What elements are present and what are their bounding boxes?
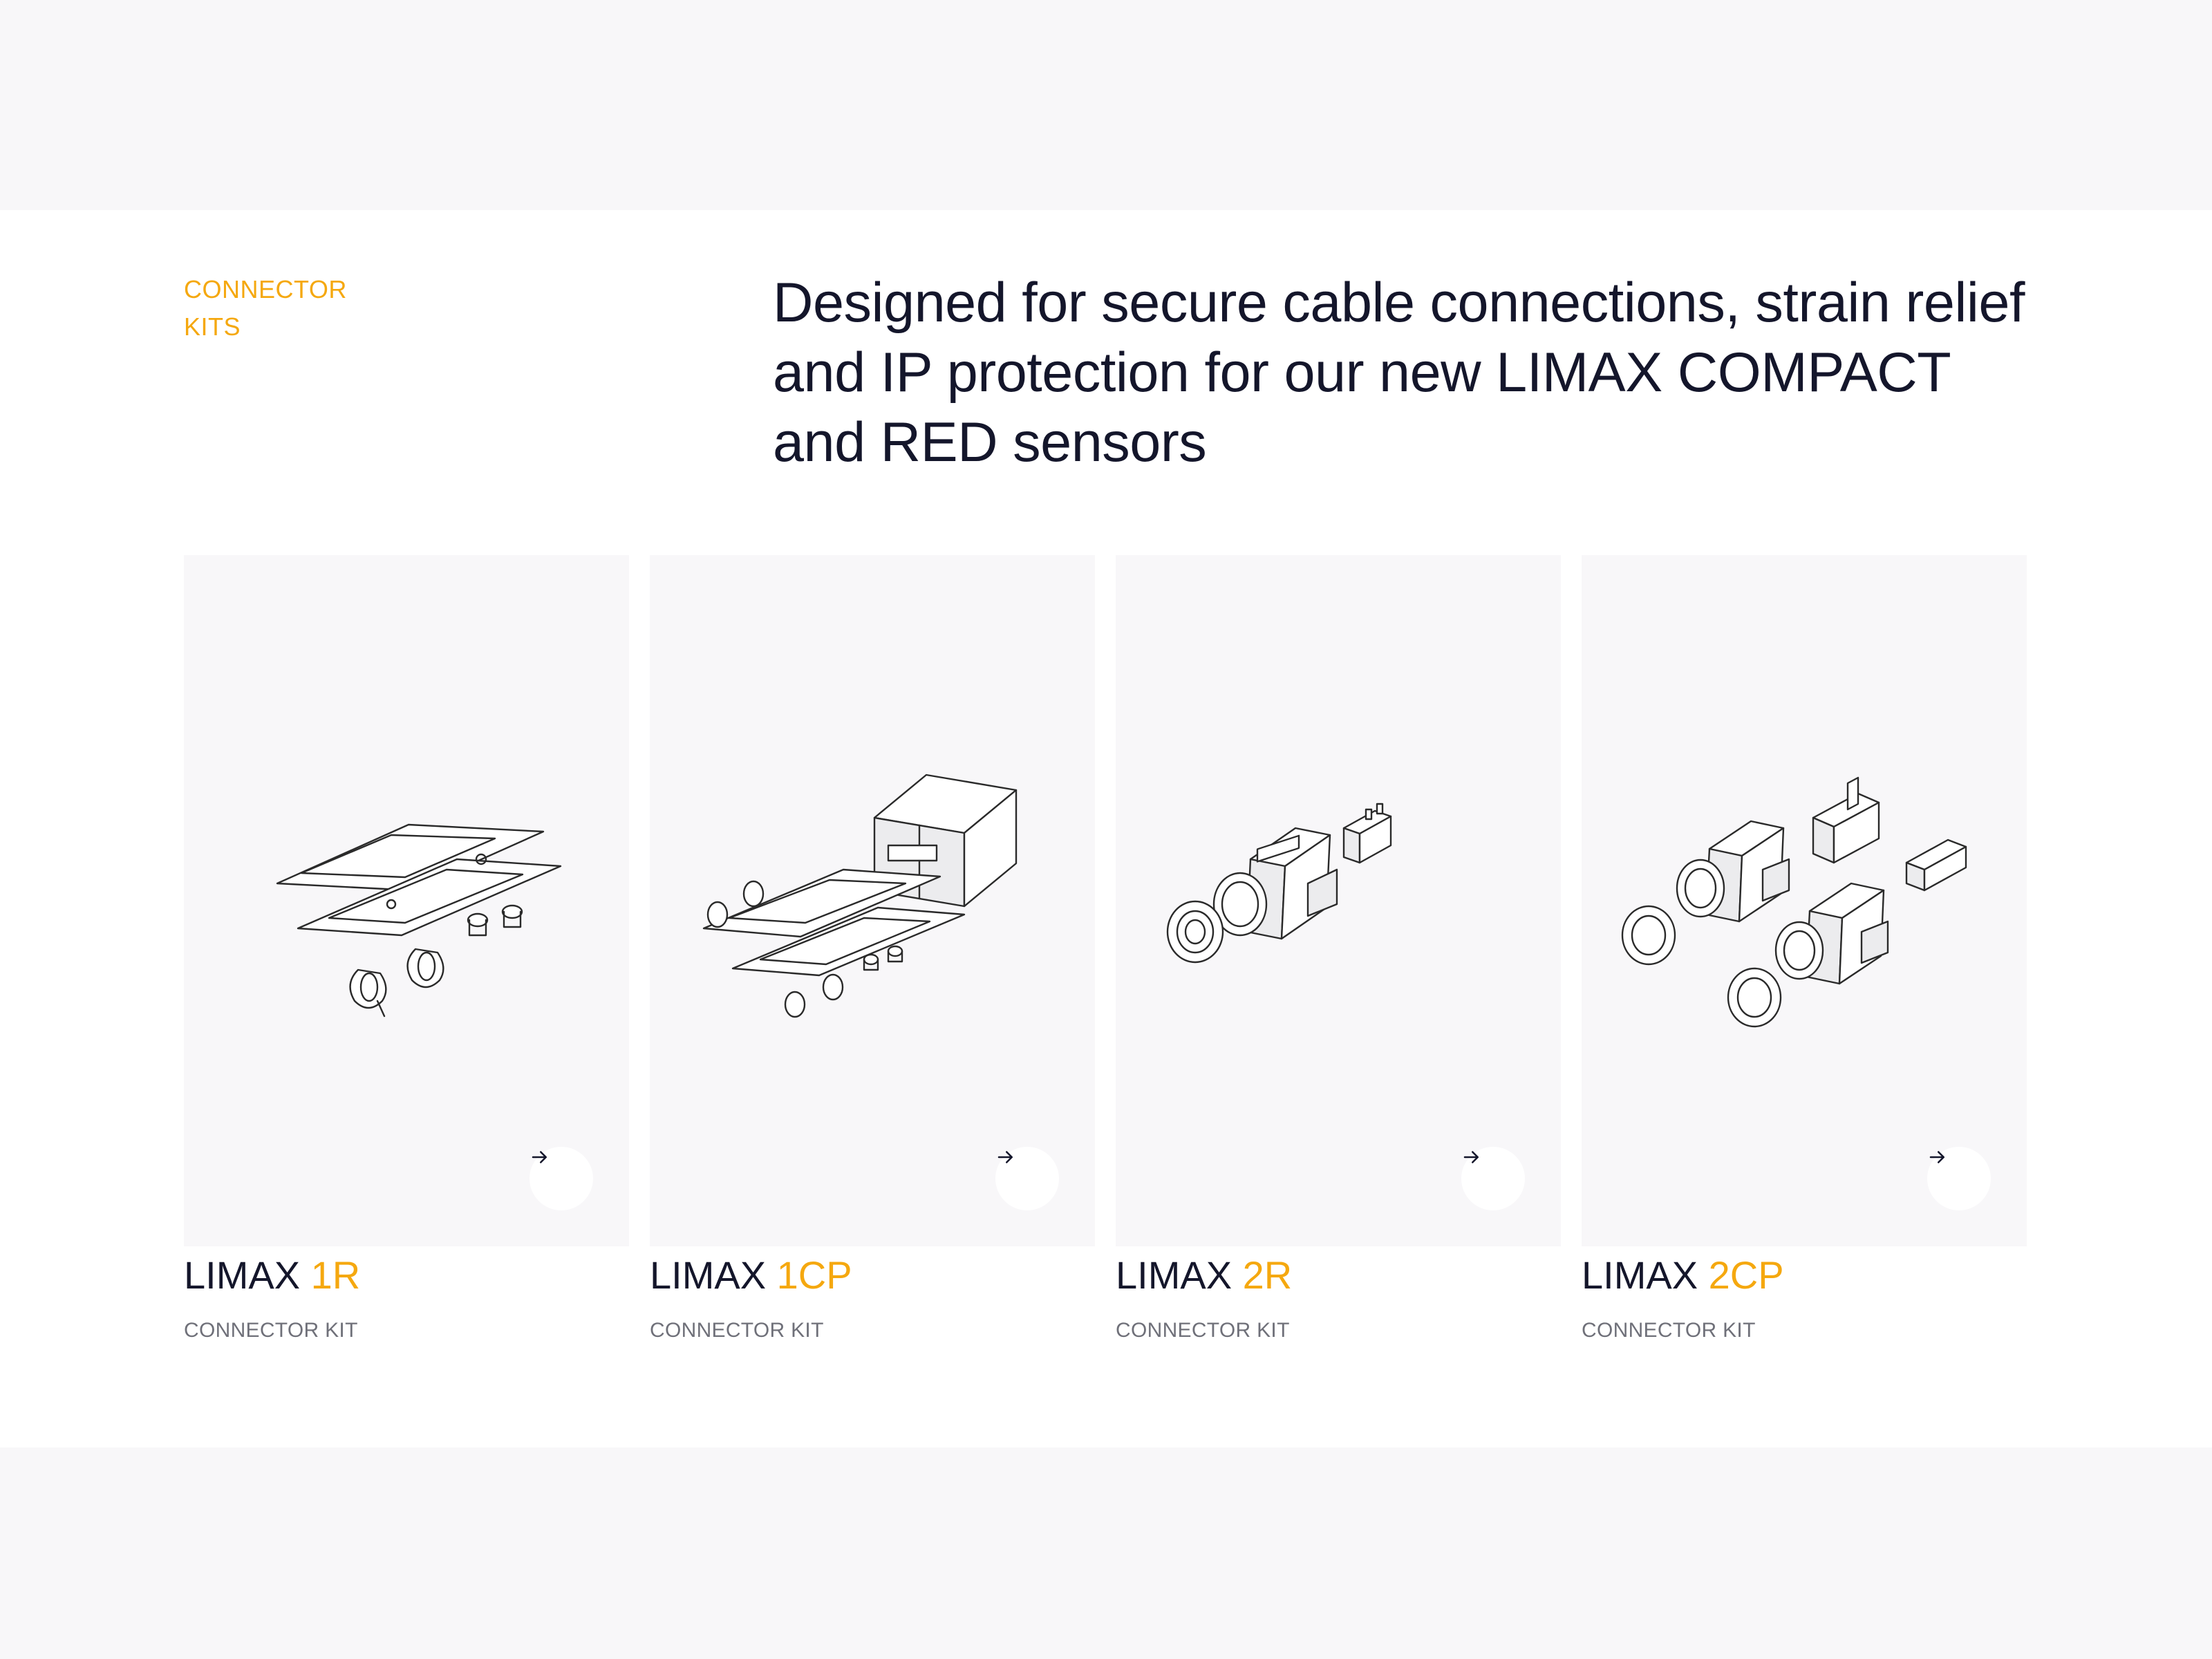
connector-kit-2r-illustration [1166, 803, 1392, 964]
arrow-right-icon [997, 1151, 1013, 1163]
card-brand: LIMAX [184, 1253, 301, 1297]
product-image-area[interactable] [650, 555, 1095, 1246]
product-image-area[interactable] [1582, 555, 2027, 1246]
card-model-code: 1R [310, 1253, 361, 1297]
card-arrow-button[interactable] [1461, 1147, 1525, 1210]
card-model-code: 2R [1242, 1253, 1293, 1297]
product-image-area[interactable] [184, 555, 629, 1246]
eyebrow-line-1: CONNECTOR [184, 275, 347, 303]
product-card-limax-1cp[interactable]: LIMAX 1CP CONNECTOR KIT [650, 555, 1095, 1357]
product-image-area[interactable] [1116, 555, 1561, 1246]
card-brand: LIMAX [1582, 1253, 1698, 1297]
connector-kit-1cp-illustration [702, 774, 1018, 1018]
card-model-code: 2CP [1708, 1253, 1784, 1297]
connector-kit-1r-illustration [276, 823, 562, 1018]
card-title[interactable]: LIMAX 1CP [650, 1250, 852, 1300]
product-card-limax-2r[interactable]: LIMAX 2R CONNECTOR KIT [1116, 555, 1561, 1357]
product-card-grid: LIMAX 1R CONNECTOR KIT [184, 555, 2028, 1357]
product-card-limax-2cp[interactable]: LIMAX 2CP CONNECTOR KIT [1582, 555, 2027, 1357]
card-model-code: 1CP [776, 1253, 852, 1297]
arrow-right-icon [1929, 1151, 1944, 1163]
arrow-right-icon [532, 1151, 547, 1163]
card-subtitle: CONNECTOR KIT [1116, 1319, 1290, 1342]
card-brand: LIMAX [650, 1253, 767, 1297]
section-eyebrow: CONNECTOR KITS [184, 271, 405, 346]
card-arrow-button[interactable] [995, 1147, 1059, 1210]
eyebrow-line-2: KITS [184, 312, 241, 341]
card-title[interactable]: LIMAX 2CP [1582, 1250, 1784, 1300]
arrow-right-icon [1463, 1151, 1479, 1163]
card-title[interactable]: LIMAX 1R [184, 1250, 360, 1300]
card-subtitle: CONNECTOR KIT [650, 1319, 824, 1342]
card-brand: LIMAX [1116, 1253, 1232, 1297]
card-title[interactable]: LIMAX 2R [1116, 1250, 1292, 1300]
product-card-limax-1r[interactable]: LIMAX 1R CONNECTOR KIT [184, 555, 629, 1357]
connector-kit-2cp-illustration [1621, 776, 1967, 1028]
section-headline: Designed for secure cable connections, s… [773, 272, 2025, 474]
card-arrow-button[interactable] [529, 1147, 593, 1210]
card-subtitle: CONNECTOR KIT [1582, 1319, 1756, 1342]
card-arrow-button[interactable] [1927, 1147, 1991, 1210]
card-subtitle: CONNECTOR KIT [184, 1319, 358, 1342]
